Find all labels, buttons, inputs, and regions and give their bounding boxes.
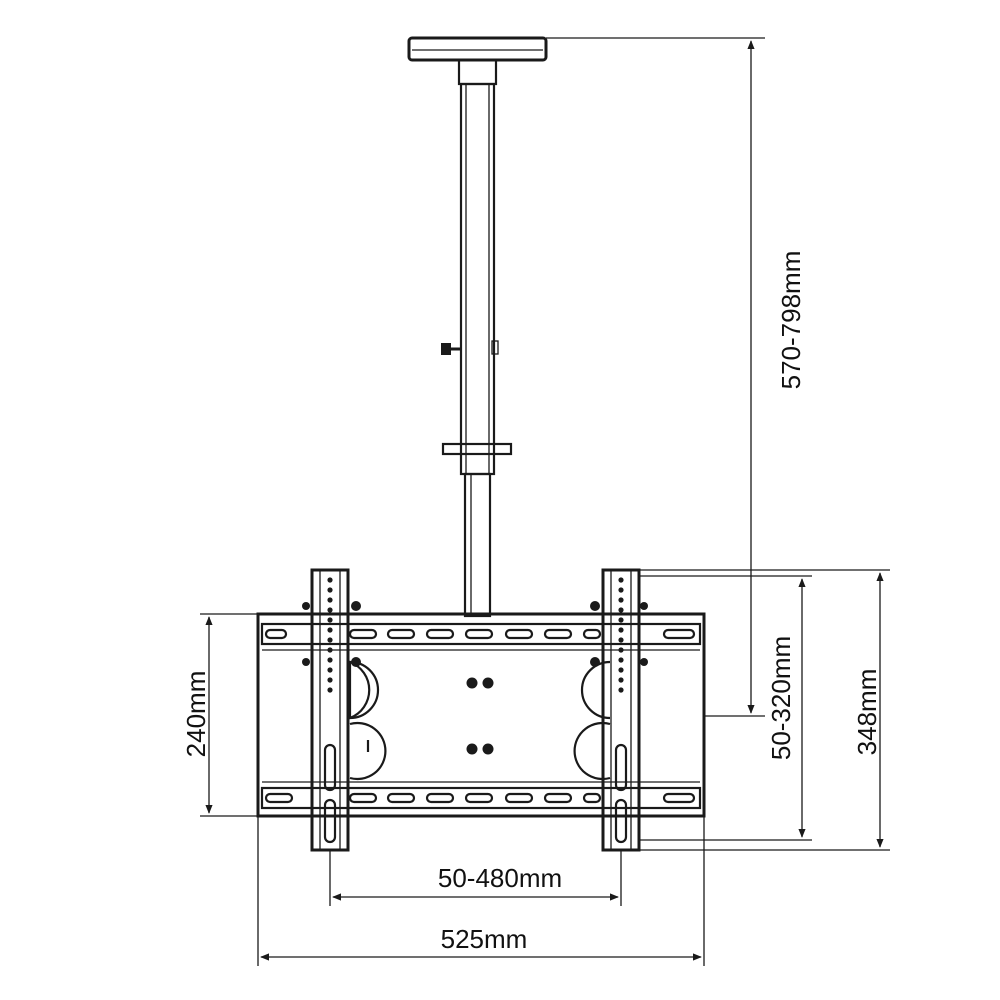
locking-knob [441,340,499,355]
top-slots [264,628,696,640]
pole-collar [441,442,513,456]
bracket-spacing-label: 50-480mm [438,863,562,893]
right-bracket-holes [618,577,624,693]
dimension-bracket-height: 348mm [639,569,890,851]
plate-width-label: 525mm [441,924,528,954]
dimension-height-range: 570-798mm [546,37,806,717]
dimension-plate-width: 525mm [257,716,705,966]
dimension-bracket-travel: 50-320mm [639,575,812,841]
plate-height-label: 240mm [181,671,211,758]
bottom-slots [264,792,696,804]
bracket-height-label: 348mm [852,669,882,756]
ceiling-plate [407,36,548,62]
plate-cutouts [348,660,611,781]
bracket-travel-label: 50-320mm [766,636,796,760]
left-bracket-holes [327,577,333,693]
center-bolts [466,677,494,755]
height-range-label: 570-798mm [776,251,806,390]
lower-pole [463,472,492,618]
dimension-bracket-spacing: 50-480mm [329,850,622,906]
upper-pole [457,58,498,476]
dimension-plate-height: 240mm [181,613,258,817]
